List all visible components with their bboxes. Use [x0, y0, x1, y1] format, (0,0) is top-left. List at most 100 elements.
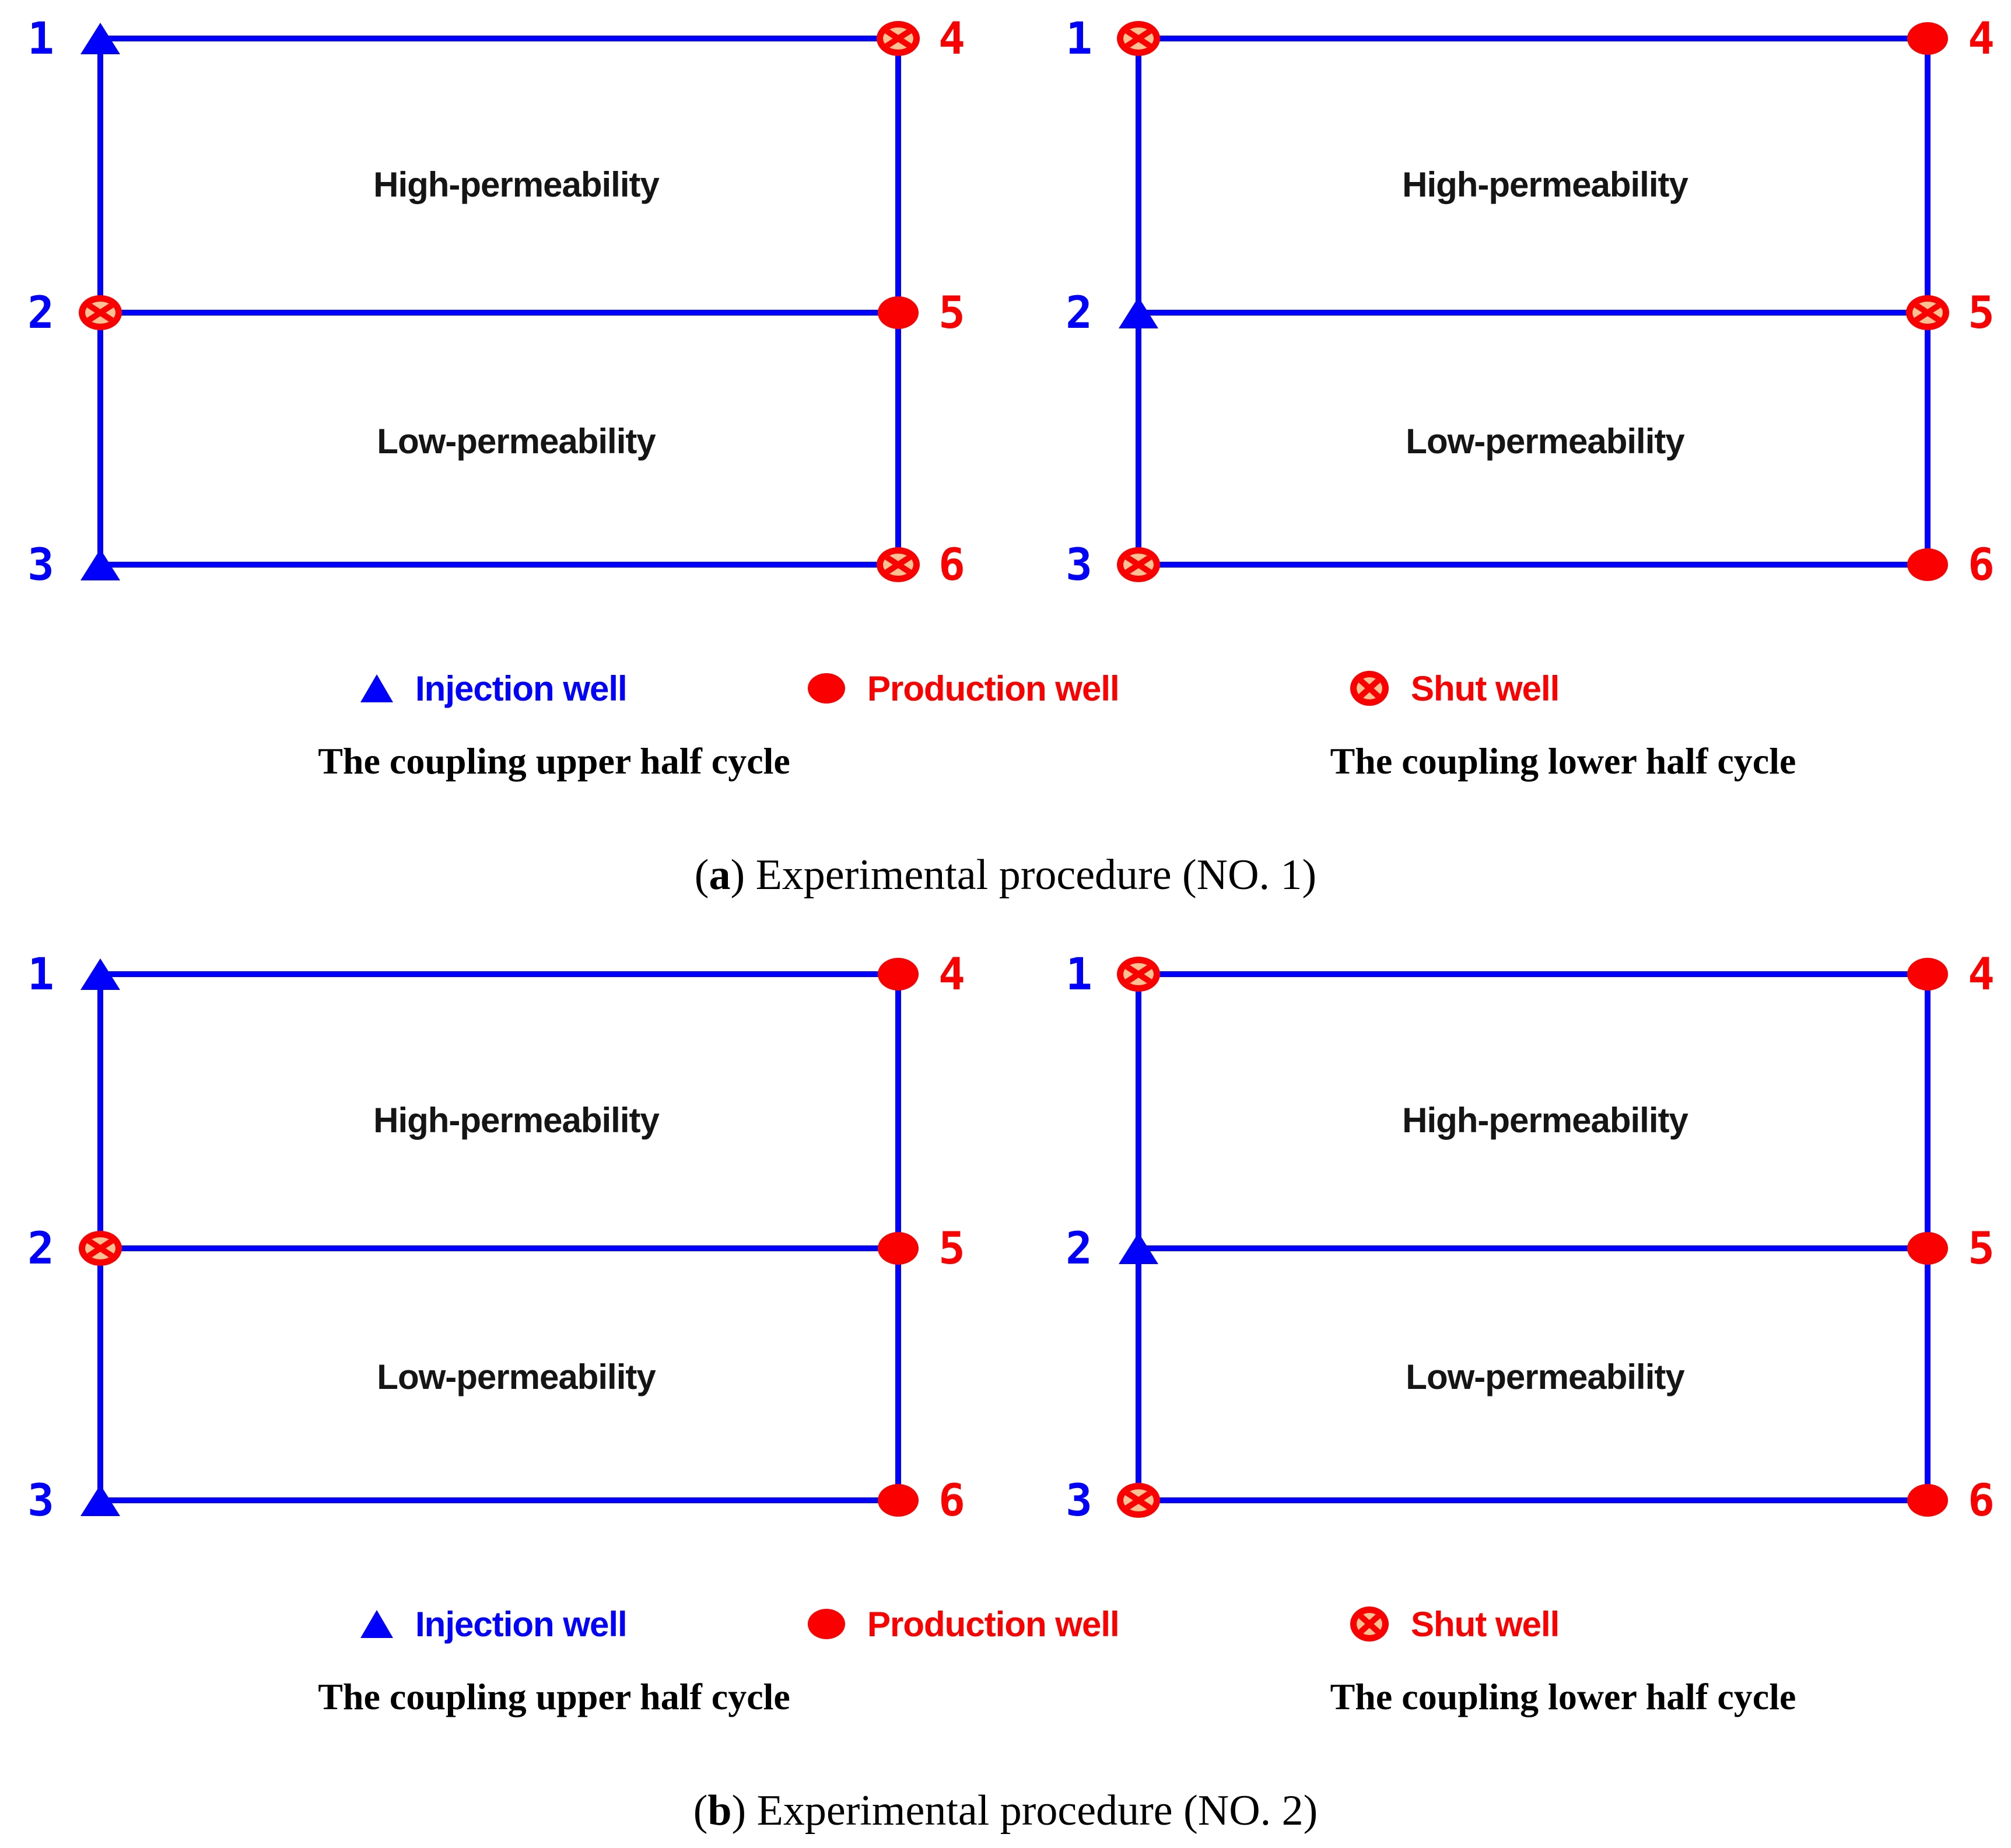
diagram-title-upper-half-cycle: The coupling upper half cycle: [318, 740, 790, 782]
injection-well-marker: [80, 1485, 120, 1516]
production-well-marker: [878, 958, 919, 991]
well-1-number: 1: [27, 12, 54, 64]
well-6-number: 6: [1968, 1474, 1995, 1526]
injection-well-marker: [80, 958, 120, 990]
well-1-number: 1: [1066, 948, 1092, 1000]
production-well-marker: [1907, 1232, 1948, 1265]
well-4-number: 4: [1968, 948, 1995, 1000]
low-permeability-label: Low-permeability: [1406, 422, 1684, 461]
well-5-number: 5: [938, 1222, 965, 1274]
diagram-title-lower-half-cycle: The coupling lower half cycle: [1330, 1676, 1796, 1717]
well-2-number: 2: [27, 1222, 54, 1274]
shut-well-marker: [1117, 547, 1160, 582]
injection-well-marker: [360, 674, 393, 702]
shut-well-marker: [1906, 295, 1949, 330]
legend-item-injection-well: Injection well: [360, 662, 628, 715]
well-4-number: 4: [938, 12, 965, 64]
legend-item-shut-well: Shut well: [1350, 1598, 1560, 1650]
well-3-number: 3: [1066, 1474, 1092, 1526]
caption-letter: a: [709, 851, 731, 899]
production-well-marker: [808, 673, 845, 704]
shut-well-marker: [79, 1231, 122, 1266]
legend-item-production-well: Production well: [808, 1598, 1120, 1650]
legend-item-injection-well: Injection well: [360, 1598, 628, 1650]
figure-a: High-permeability Low-permeability 1 2 3…: [0, 0, 2011, 936]
high-permeability-label: High-permeability: [1402, 1101, 1688, 1140]
shut-well-marker: [1117, 1483, 1160, 1518]
caption-letter: b: [707, 1787, 732, 1835]
legend: Injection well Production well Shut well: [0, 1598, 2011, 1650]
high-permeability-label: High-permeability: [1402, 165, 1688, 204]
production-well-marker: [878, 296, 919, 329]
injection-well-marker: [360, 1610, 393, 1638]
production-well-marker: [878, 1232, 919, 1265]
caption-text: ) Experimental procedure (NO. 1): [730, 851, 1317, 899]
diagram-title-upper-half-cycle: The coupling upper half cycle: [318, 1676, 790, 1717]
well-1-number: 1: [27, 948, 54, 1000]
legend-label: Production well: [867, 668, 1120, 708]
layer-interface-line: [1136, 310, 1931, 316]
reservoir-bottom-boundary-line: [97, 562, 901, 568]
reservoir-bottom-boundary-line: [1136, 562, 1931, 568]
production-well-marker: [1907, 1484, 1948, 1517]
well-2-number: 2: [27, 286, 54, 338]
diagram-a-lower-half-cycle: High-permeability Low-permeability 1 2 3…: [1006, 0, 2011, 630]
well-3-number: 3: [27, 538, 54, 590]
legend-item-shut-well: Shut well: [1350, 662, 1560, 715]
shut-well-marker: [79, 295, 122, 330]
well-6-number: 6: [938, 538, 965, 590]
well-5-number: 5: [1968, 286, 1995, 338]
well-1-number: 1: [1066, 12, 1092, 64]
injection-well-marker: [80, 549, 120, 580]
well-6-number: 6: [938, 1474, 965, 1526]
well-3-number: 3: [1066, 538, 1092, 590]
figure-a-caption: (a) Experimental procedure (NO. 1): [0, 850, 2011, 900]
reservoir-bottom-boundary-line: [97, 1497, 901, 1503]
well-4-number: 4: [938, 948, 965, 1000]
well-3-number: 3: [27, 1474, 54, 1526]
shut-well-marker: [1117, 957, 1160, 992]
diagram-b-lower-half-cycle: High-permeability Low-permeability 1 2 3…: [1006, 936, 2011, 1566]
legend-item-production-well: Production well: [808, 662, 1120, 715]
production-well-marker: [878, 1484, 919, 1517]
layer-interface-line: [1136, 1245, 1931, 1251]
low-permeability-label: Low-permeability: [1406, 1357, 1684, 1396]
shut-well-marker: [877, 547, 920, 582]
legend-label: Shut well: [1411, 668, 1560, 708]
reservoir-bottom-boundary-line: [1136, 1497, 1931, 1503]
production-well-marker: [1907, 548, 1948, 581]
production-well-marker: [1907, 958, 1948, 991]
low-permeability-label: Low-permeability: [377, 1357, 656, 1396]
reservoir-top-boundary-line: [97, 36, 901, 41]
injection-well-marker: [1119, 297, 1158, 328]
legend-label: Shut well: [1411, 1604, 1560, 1644]
well-2-number: 2: [1066, 1222, 1092, 1274]
high-permeability-label: High-permeability: [373, 165, 660, 204]
well-6-number: 6: [1968, 538, 1995, 590]
legend-label: Production well: [867, 1604, 1120, 1644]
figure-b-caption: (b) Experimental procedure (NO. 2): [0, 1786, 2011, 1836]
caption-paren-open: (: [693, 1787, 708, 1835]
well-4-number: 4: [1968, 12, 1995, 64]
diagram-b-upper-half-cycle: High-permeability Low-permeability 1 2 3…: [0, 936, 1006, 1566]
shut-well-marker: [1350, 1606, 1389, 1642]
diagram-a-upper-half-cycle: High-permeability Low-permeability 1 2 3…: [0, 0, 1006, 630]
reservoir-top-boundary-line: [1136, 971, 1931, 977]
production-well-marker: [808, 1609, 845, 1639]
well-2-number: 2: [1066, 286, 1092, 338]
reservoir-top-boundary-line: [97, 971, 901, 977]
low-permeability-label: Low-permeability: [377, 422, 656, 461]
injection-well-marker: [1119, 1233, 1158, 1264]
layer-interface-line: [97, 1245, 901, 1251]
legend-label: Injection well: [415, 1604, 628, 1644]
shut-well-marker: [1117, 21, 1160, 56]
shut-well-marker: [877, 21, 920, 56]
high-permeability-label: High-permeability: [373, 1101, 660, 1140]
caption-text: ) Experimental procedure (NO. 2): [731, 1787, 1318, 1835]
figure-b: High-permeability Low-permeability 1 2 3…: [0, 936, 2011, 1848]
injection-well-marker: [80, 23, 120, 54]
well-5-number: 5: [938, 286, 965, 338]
well-5-number: 5: [1968, 1222, 1995, 1274]
caption-paren-open: (: [694, 851, 709, 899]
diagram-title-lower-half-cycle: The coupling lower half cycle: [1330, 740, 1796, 782]
